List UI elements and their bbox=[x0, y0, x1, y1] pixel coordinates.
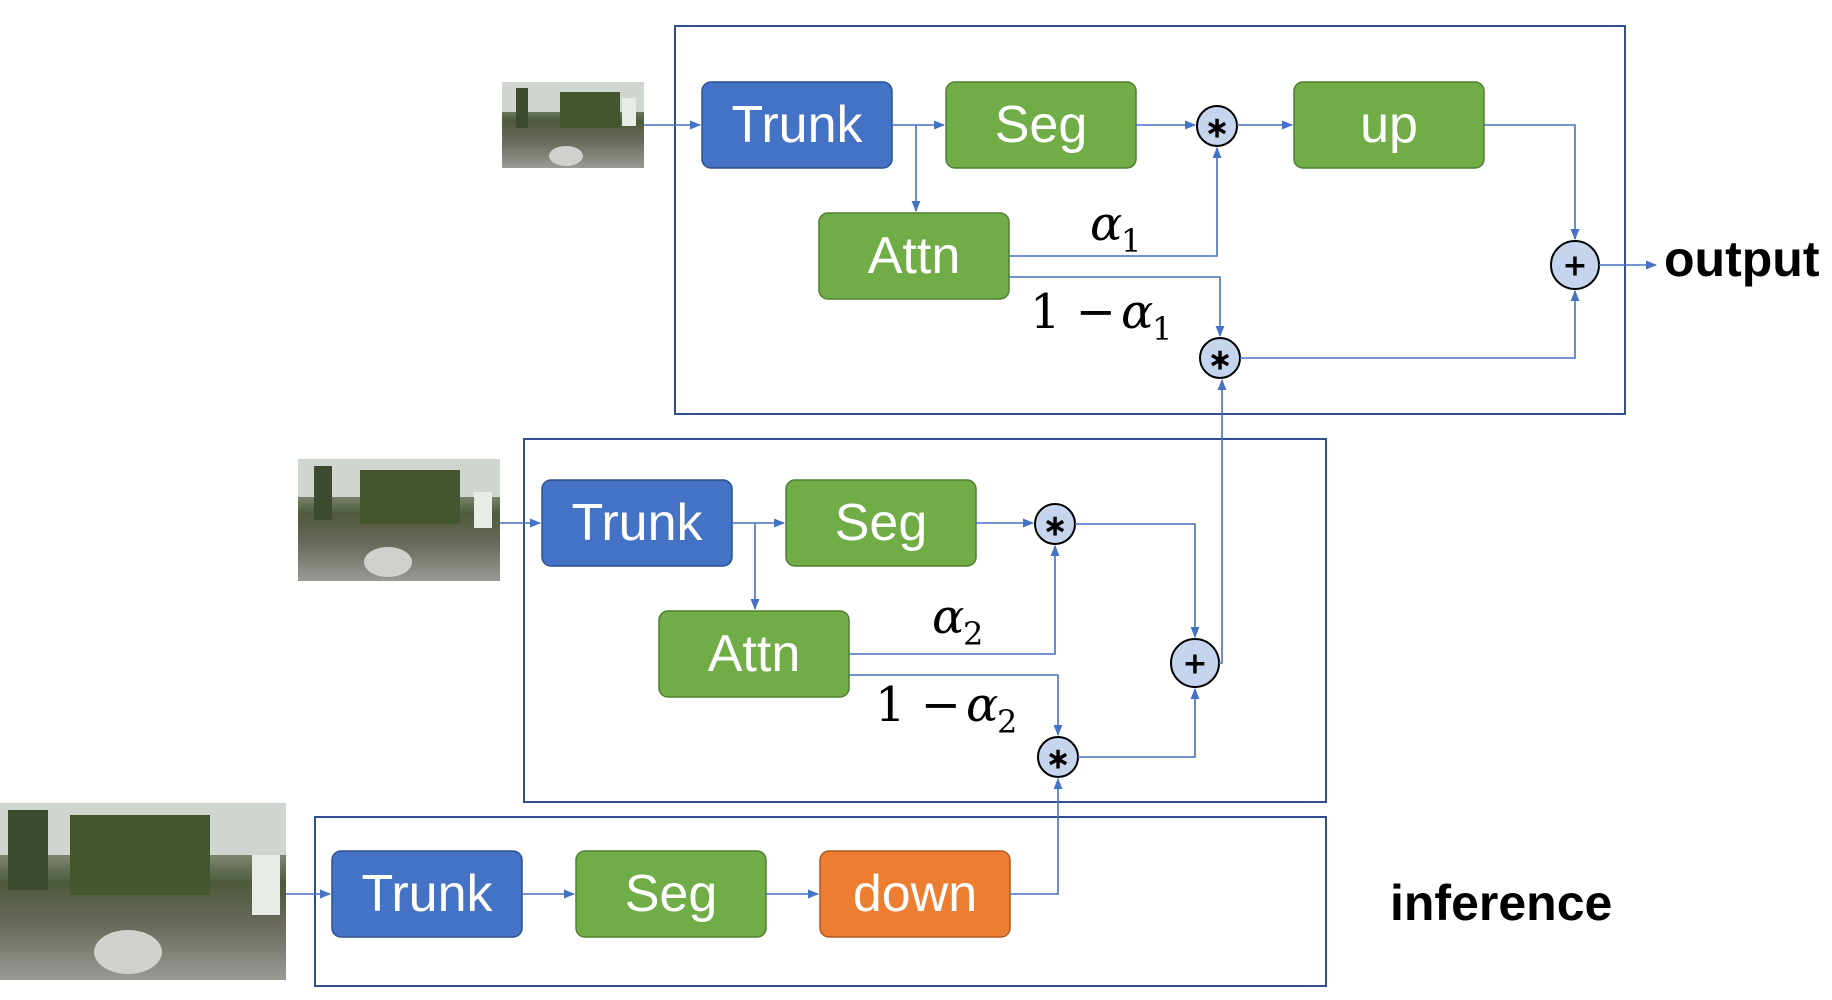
svg-text:1 −: 1 − bbox=[875, 677, 976, 733]
scale-3-frame bbox=[314, 816, 1327, 987]
seg-label: Seg bbox=[625, 865, 718, 923]
arrow-attn2-alpha-to-multiply bbox=[849, 544, 1060, 655]
multiply-operator-scale-2-top: ∗ bbox=[1034, 503, 1076, 545]
up-label: up bbox=[1360, 96, 1418, 154]
down-block: down bbox=[819, 850, 1011, 938]
svg-text:α: α bbox=[1121, 284, 1153, 340]
multiply-operator-scale-1-top: ∗ bbox=[1196, 105, 1238, 147]
arrow-multiply2-top-to-add bbox=[1075, 523, 1200, 639]
trunk-block-scale-3: Trunk bbox=[331, 850, 523, 938]
input-image-scale-3 bbox=[0, 803, 286, 980]
svg-text:1: 1 bbox=[1152, 310, 1172, 348]
trunk-label: Trunk bbox=[572, 494, 704, 552]
scale-1-frame bbox=[674, 25, 1626, 415]
arrow-attn1-oneminus-to-multiply bbox=[1009, 276, 1225, 338]
arrow-multiply2-bottom-to-add bbox=[1078, 687, 1200, 758]
attn-block-scale-1: Attn bbox=[818, 212, 1010, 300]
seg-label: Seg bbox=[995, 96, 1088, 154]
arrow-up-to-add bbox=[1484, 124, 1580, 241]
up-block: up bbox=[1293, 81, 1485, 169]
input-image-scale-1 bbox=[502, 82, 644, 168]
seg-block-scale-3: Seg bbox=[575, 850, 767, 938]
multiply-operator-scale-1-bottom: ∗ bbox=[1199, 337, 1241, 379]
down-label: down bbox=[853, 865, 977, 923]
svg-text:∗: ∗ bbox=[1207, 343, 1232, 378]
trunk-block-scale-2: Trunk bbox=[541, 479, 733, 567]
arrow-multiply-to-add bbox=[1240, 289, 1580, 359]
trunk-block-scale-1: Trunk bbox=[701, 81, 893, 169]
svg-text:α: α bbox=[966, 677, 998, 733]
add-operator-scale-2: + bbox=[1170, 638, 1220, 688]
output-label: output bbox=[1664, 231, 1820, 287]
one-minus-alpha-2-label: 1 − α 2 bbox=[875, 677, 1017, 741]
arrow-attn2-oneminus-to-multiply bbox=[849, 674, 1063, 737]
arrow-attn1-alpha-to-multiply bbox=[1009, 146, 1222, 257]
attn-block-scale-2: Attn bbox=[658, 610, 850, 698]
multiply-operator-scale-2-bottom: ∗ bbox=[1037, 736, 1079, 778]
seg-label: Seg bbox=[835, 494, 928, 552]
svg-text:α: α bbox=[932, 589, 964, 645]
alpha-2-label: α 2 bbox=[932, 589, 983, 653]
svg-text:1: 1 bbox=[1121, 222, 1141, 260]
alpha-1-label: α 1 bbox=[1090, 196, 1141, 260]
attn-label: Attn bbox=[868, 227, 961, 285]
arrow-down-to-multiply bbox=[1010, 777, 1063, 895]
arrow-scale2-add-to-scale1-multiply bbox=[1217, 378, 1227, 664]
svg-text:2: 2 bbox=[963, 615, 983, 653]
svg-text:∗: ∗ bbox=[1045, 742, 1070, 777]
svg-text:∗: ∗ bbox=[1204, 111, 1229, 146]
svg-text:2: 2 bbox=[997, 703, 1017, 741]
input-image-scale-2 bbox=[298, 459, 500, 581]
inference-label: inference bbox=[1390, 875, 1612, 931]
add-operator-output: + bbox=[1550, 240, 1600, 290]
scale-2-frame bbox=[523, 438, 1327, 803]
svg-text:α: α bbox=[1090, 196, 1122, 252]
one-minus-alpha-1-label: 1 − α 1 bbox=[1030, 284, 1172, 348]
trunk-label: Trunk bbox=[732, 96, 864, 154]
svg-text:1 −: 1 − bbox=[1030, 284, 1131, 340]
seg-block-scale-2: Seg bbox=[785, 479, 977, 567]
svg-text:+: + bbox=[1562, 249, 1587, 284]
attn-label: Attn bbox=[708, 625, 801, 683]
seg-block-scale-1: Seg bbox=[945, 81, 1137, 169]
trunk-label: Trunk bbox=[362, 865, 494, 923]
svg-text:∗: ∗ bbox=[1042, 509, 1067, 544]
svg-text:+: + bbox=[1182, 647, 1207, 682]
